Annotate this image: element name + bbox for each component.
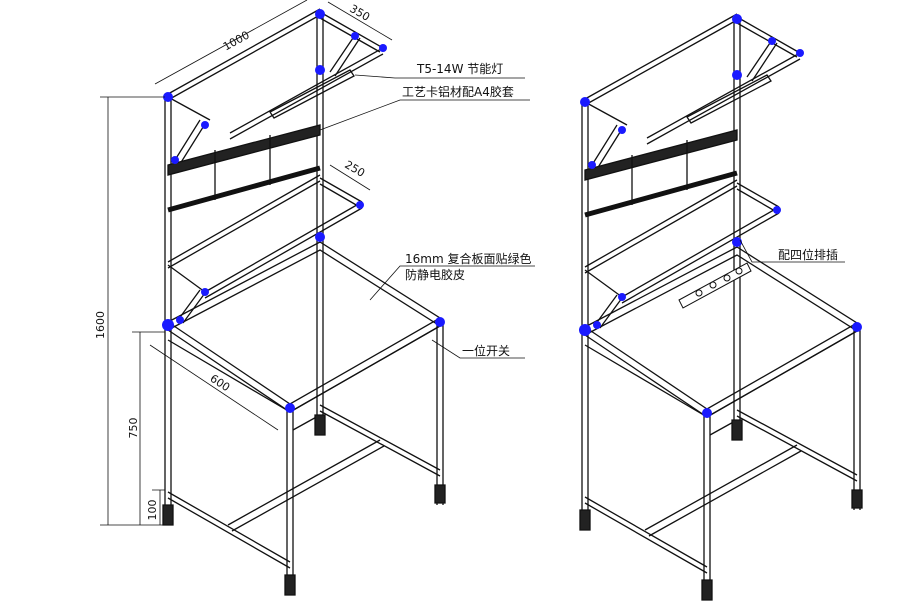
dim-100: 100 (146, 500, 159, 521)
callout-board-line1: 16mm 复合板面贴绿色 (405, 252, 532, 266)
dimension-lines (100, 0, 845, 526)
callout-power-strip: 配四位排插 (778, 248, 839, 262)
callout-card-rail: 工艺卡铝材配A4胶套 (402, 85, 514, 99)
power-strip-icon (678, 262, 752, 309)
right-frame (579, 14, 862, 600)
callout-board-line2: 防静电胶皮 (405, 268, 466, 282)
dim-1600: 1600 (94, 311, 107, 339)
callout-switch: 一位开关 (462, 344, 511, 358)
dim-750: 750 (127, 418, 140, 439)
callout-lamp: T5-14W 节能灯 (417, 62, 504, 76)
dim-250: 250 (342, 158, 367, 180)
